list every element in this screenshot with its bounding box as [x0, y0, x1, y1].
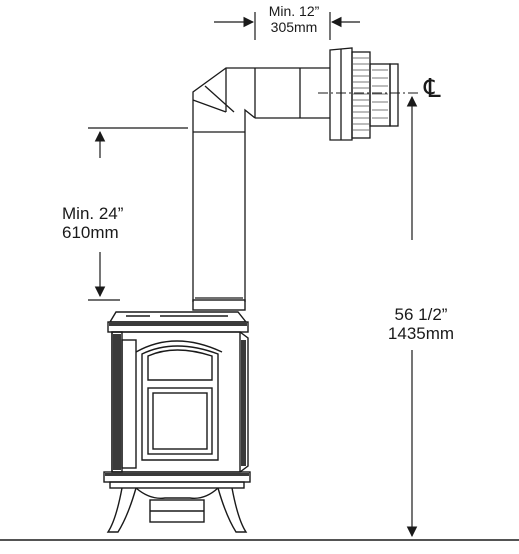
top-clearance-dimension — [214, 12, 360, 40]
total-height-label: 56 1/2” 1435mm — [380, 305, 462, 343]
top-clearance-imperial: Min. 12” — [268, 3, 320, 19]
stove-shading — [105, 323, 249, 476]
total-height-metric: 1435mm — [387, 324, 455, 344]
rise-clearance-dimension — [88, 127, 188, 301]
horizontal-pipe — [254, 67, 330, 119]
total-height-imperial: 56 1/2” — [394, 305, 448, 324]
centerline-symbol: ℄ — [424, 74, 441, 103]
rise-clearance-label: Min. 24” 610mm — [62, 204, 123, 242]
top-clearance-label: Min. 12” 305mm — [258, 3, 330, 35]
top-clearance-metric: 305mm — [270, 18, 318, 35]
vertical-flue-pipe — [192, 100, 246, 302]
wall-thimble — [329, 47, 399, 141]
pipe-elbow — [192, 67, 256, 119]
thimble-grill — [353, 57, 388, 131]
wood-stove — [103, 299, 251, 533]
rise-clearance-metric: 610mm — [62, 223, 119, 243]
rise-clearance-imperial: Min. 24” — [62, 204, 124, 223]
